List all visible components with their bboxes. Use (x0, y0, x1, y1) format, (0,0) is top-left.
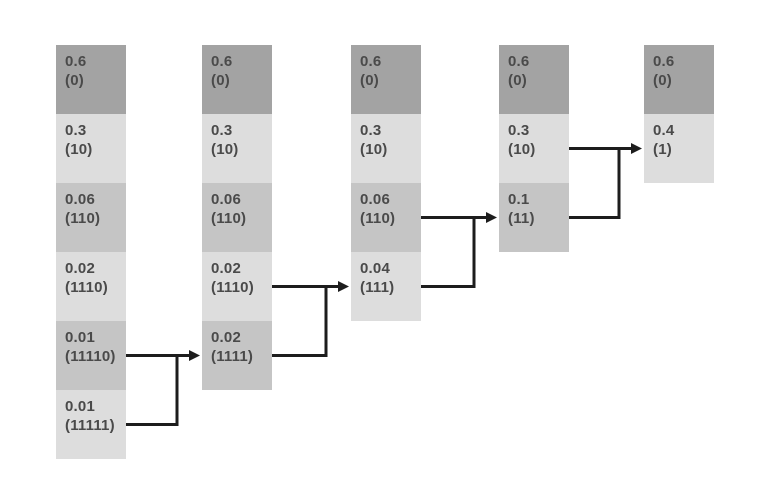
cell-code: (110) (360, 210, 396, 227)
huffman-cell: 0.6(0) (499, 45, 569, 114)
cell-probability: 0.06 (360, 191, 390, 208)
cell-probability: 0.4 (653, 122, 675, 139)
cell-code: (1111) (211, 348, 254, 365)
huffman-cell: 0.02 (1111) (202, 321, 272, 390)
cell-probability: 0.06 (211, 191, 241, 208)
cell-code: (0) (653, 72, 672, 89)
huffman-cell: 0.1 (11) (499, 183, 569, 252)
cell-code: (1110) (65, 279, 108, 296)
cell-code: (10) (65, 141, 93, 158)
cell-probability: 0.3 (65, 122, 87, 139)
cell-probability: 0.6 (653, 53, 675, 70)
huffman-column-3: 0.6(0)0.3(10)0.06(110)0.04(111) (351, 45, 421, 321)
huffman-column-1: 0.6(0)0.3(10)0.06(110)0.02(1110)0.01(111… (56, 45, 126, 459)
cell-code: (11111) (65, 417, 115, 434)
huffman-cell: 0.04 (111) (351, 252, 421, 321)
huffman-cell: 0.6(0) (644, 45, 714, 114)
merge-arrow (272, 281, 349, 357)
cell-code: (10) (508, 141, 536, 158)
huffman-column-4: 0.6(0)0.3(10)0.1(11) (499, 45, 569, 252)
merge-arrow (126, 350, 200, 426)
cell-probability: 0.6 (508, 53, 530, 70)
huffman-cell: 0.3 (10) (202, 114, 272, 183)
cell-code: (110) (211, 210, 247, 227)
huffman-cell: 0.3 (10) (56, 114, 126, 183)
huffman-cell: 0.6(0) (56, 45, 126, 114)
cell-code: (10) (211, 141, 239, 158)
cell-code: (11110) (65, 348, 116, 365)
cell-probability: 0.02 (65, 260, 95, 277)
huffman-column-5: 0.6(0)0.4(1) (644, 45, 714, 183)
huffman-cell: 0.01 (11110) (56, 321, 126, 390)
huffman-cell: 0.3 (10) (351, 114, 421, 183)
arrowhead-icon (338, 281, 349, 292)
cell-code: (0) (65, 72, 84, 89)
huffman-cell: 0.02 (1110) (56, 252, 126, 321)
merge-line-lower (421, 216, 476, 288)
merge-line-lower (272, 285, 328, 357)
cell-probability: 0.01 (65, 398, 95, 415)
cell-probability: 0.3 (211, 122, 233, 139)
huffman-cell: 0.06 (110) (202, 183, 272, 252)
merge-line-lower (126, 354, 179, 426)
cell-probability: 0.01 (65, 329, 95, 346)
arrowhead-icon (189, 350, 200, 361)
merge-arrow (421, 212, 497, 288)
cell-probability: 0.02 (211, 260, 241, 277)
cell-code: (10) (360, 141, 388, 158)
huffman-cell: 0.01 (11111) (56, 390, 126, 459)
huffman-cell: 0.06 (110) (56, 183, 126, 252)
cell-probability: 0.3 (360, 122, 382, 139)
merge-line-lower (569, 147, 621, 219)
arrowhead-icon (486, 212, 497, 223)
cell-probability: 0.1 (508, 191, 530, 208)
cell-probability: 0.3 (508, 122, 530, 139)
cell-code: (0) (211, 72, 230, 89)
cell-code: (1110) (211, 279, 254, 296)
cell-probability: 0.6 (65, 53, 87, 70)
huffman-cell: 0.3 (10) (499, 114, 569, 183)
huffman-cell: 0.02 (1110) (202, 252, 272, 321)
cell-code: (11) (508, 210, 535, 227)
huffman-cell: 0.6(0) (351, 45, 421, 114)
huffman-cell: 0.06 (110) (351, 183, 421, 252)
cell-code: (111) (360, 279, 395, 296)
huffman-column-2: 0.6(0)0.3(10)0.06(110)0.02(1110)0.02(111… (202, 45, 272, 390)
cell-code: (0) (508, 72, 527, 89)
cell-probability: 0.02 (211, 329, 241, 346)
arrowhead-icon (631, 143, 642, 154)
cell-code: (110) (65, 210, 101, 227)
cell-probability: 0.06 (65, 191, 95, 208)
huffman-cell: 0.6(0) (202, 45, 272, 114)
cell-code: (1) (653, 141, 672, 158)
cell-probability: 0.04 (360, 260, 390, 277)
merge-arrow (569, 143, 642, 219)
cell-probability: 0.6 (211, 53, 233, 70)
cell-probability: 0.6 (360, 53, 382, 70)
cell-code: (0) (360, 72, 379, 89)
huffman-cell: 0.4(1) (644, 114, 714, 183)
